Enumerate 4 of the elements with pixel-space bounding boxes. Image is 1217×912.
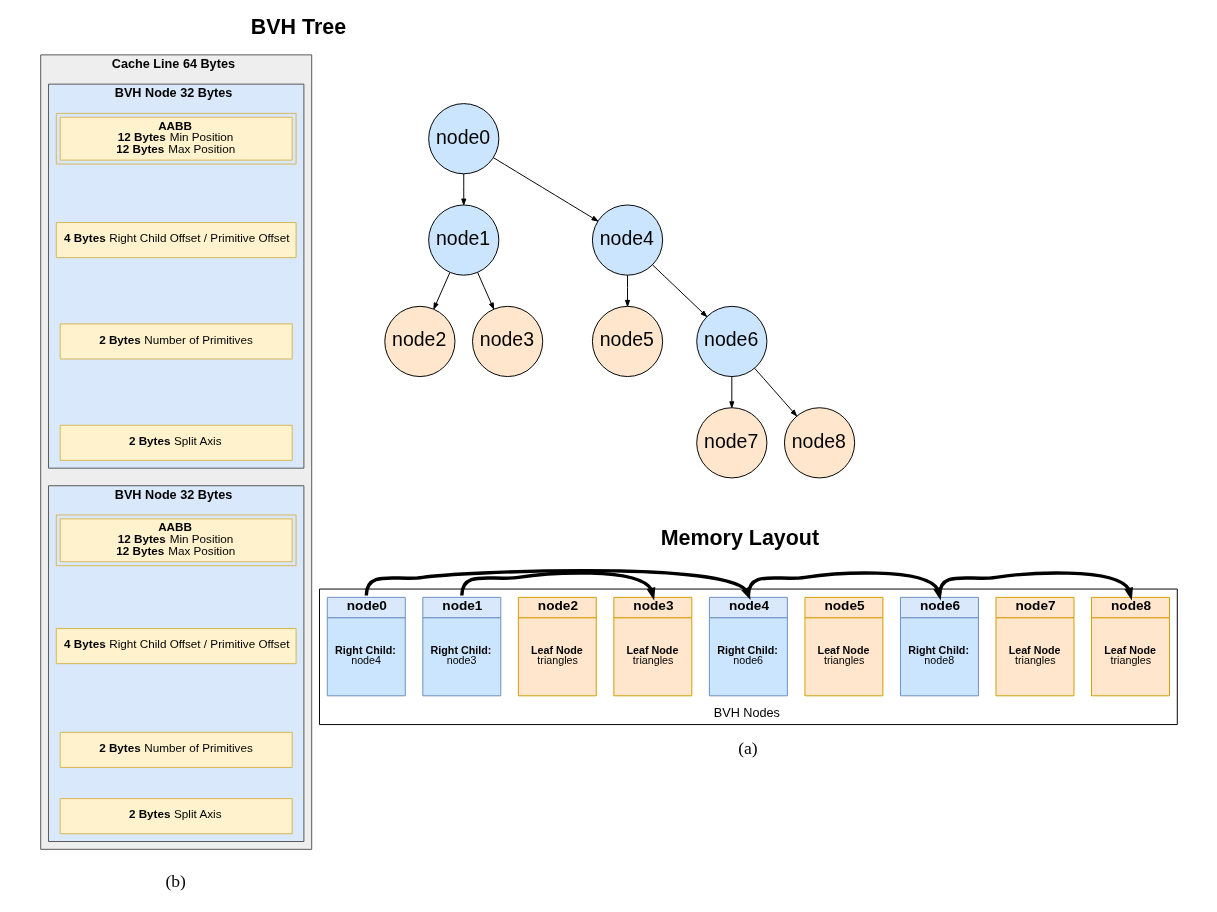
label: Memory Layout [660,525,819,550]
label: BVH Tree [250,15,346,40]
label: (a) [737,738,758,759]
label: (b) [164,870,186,891]
